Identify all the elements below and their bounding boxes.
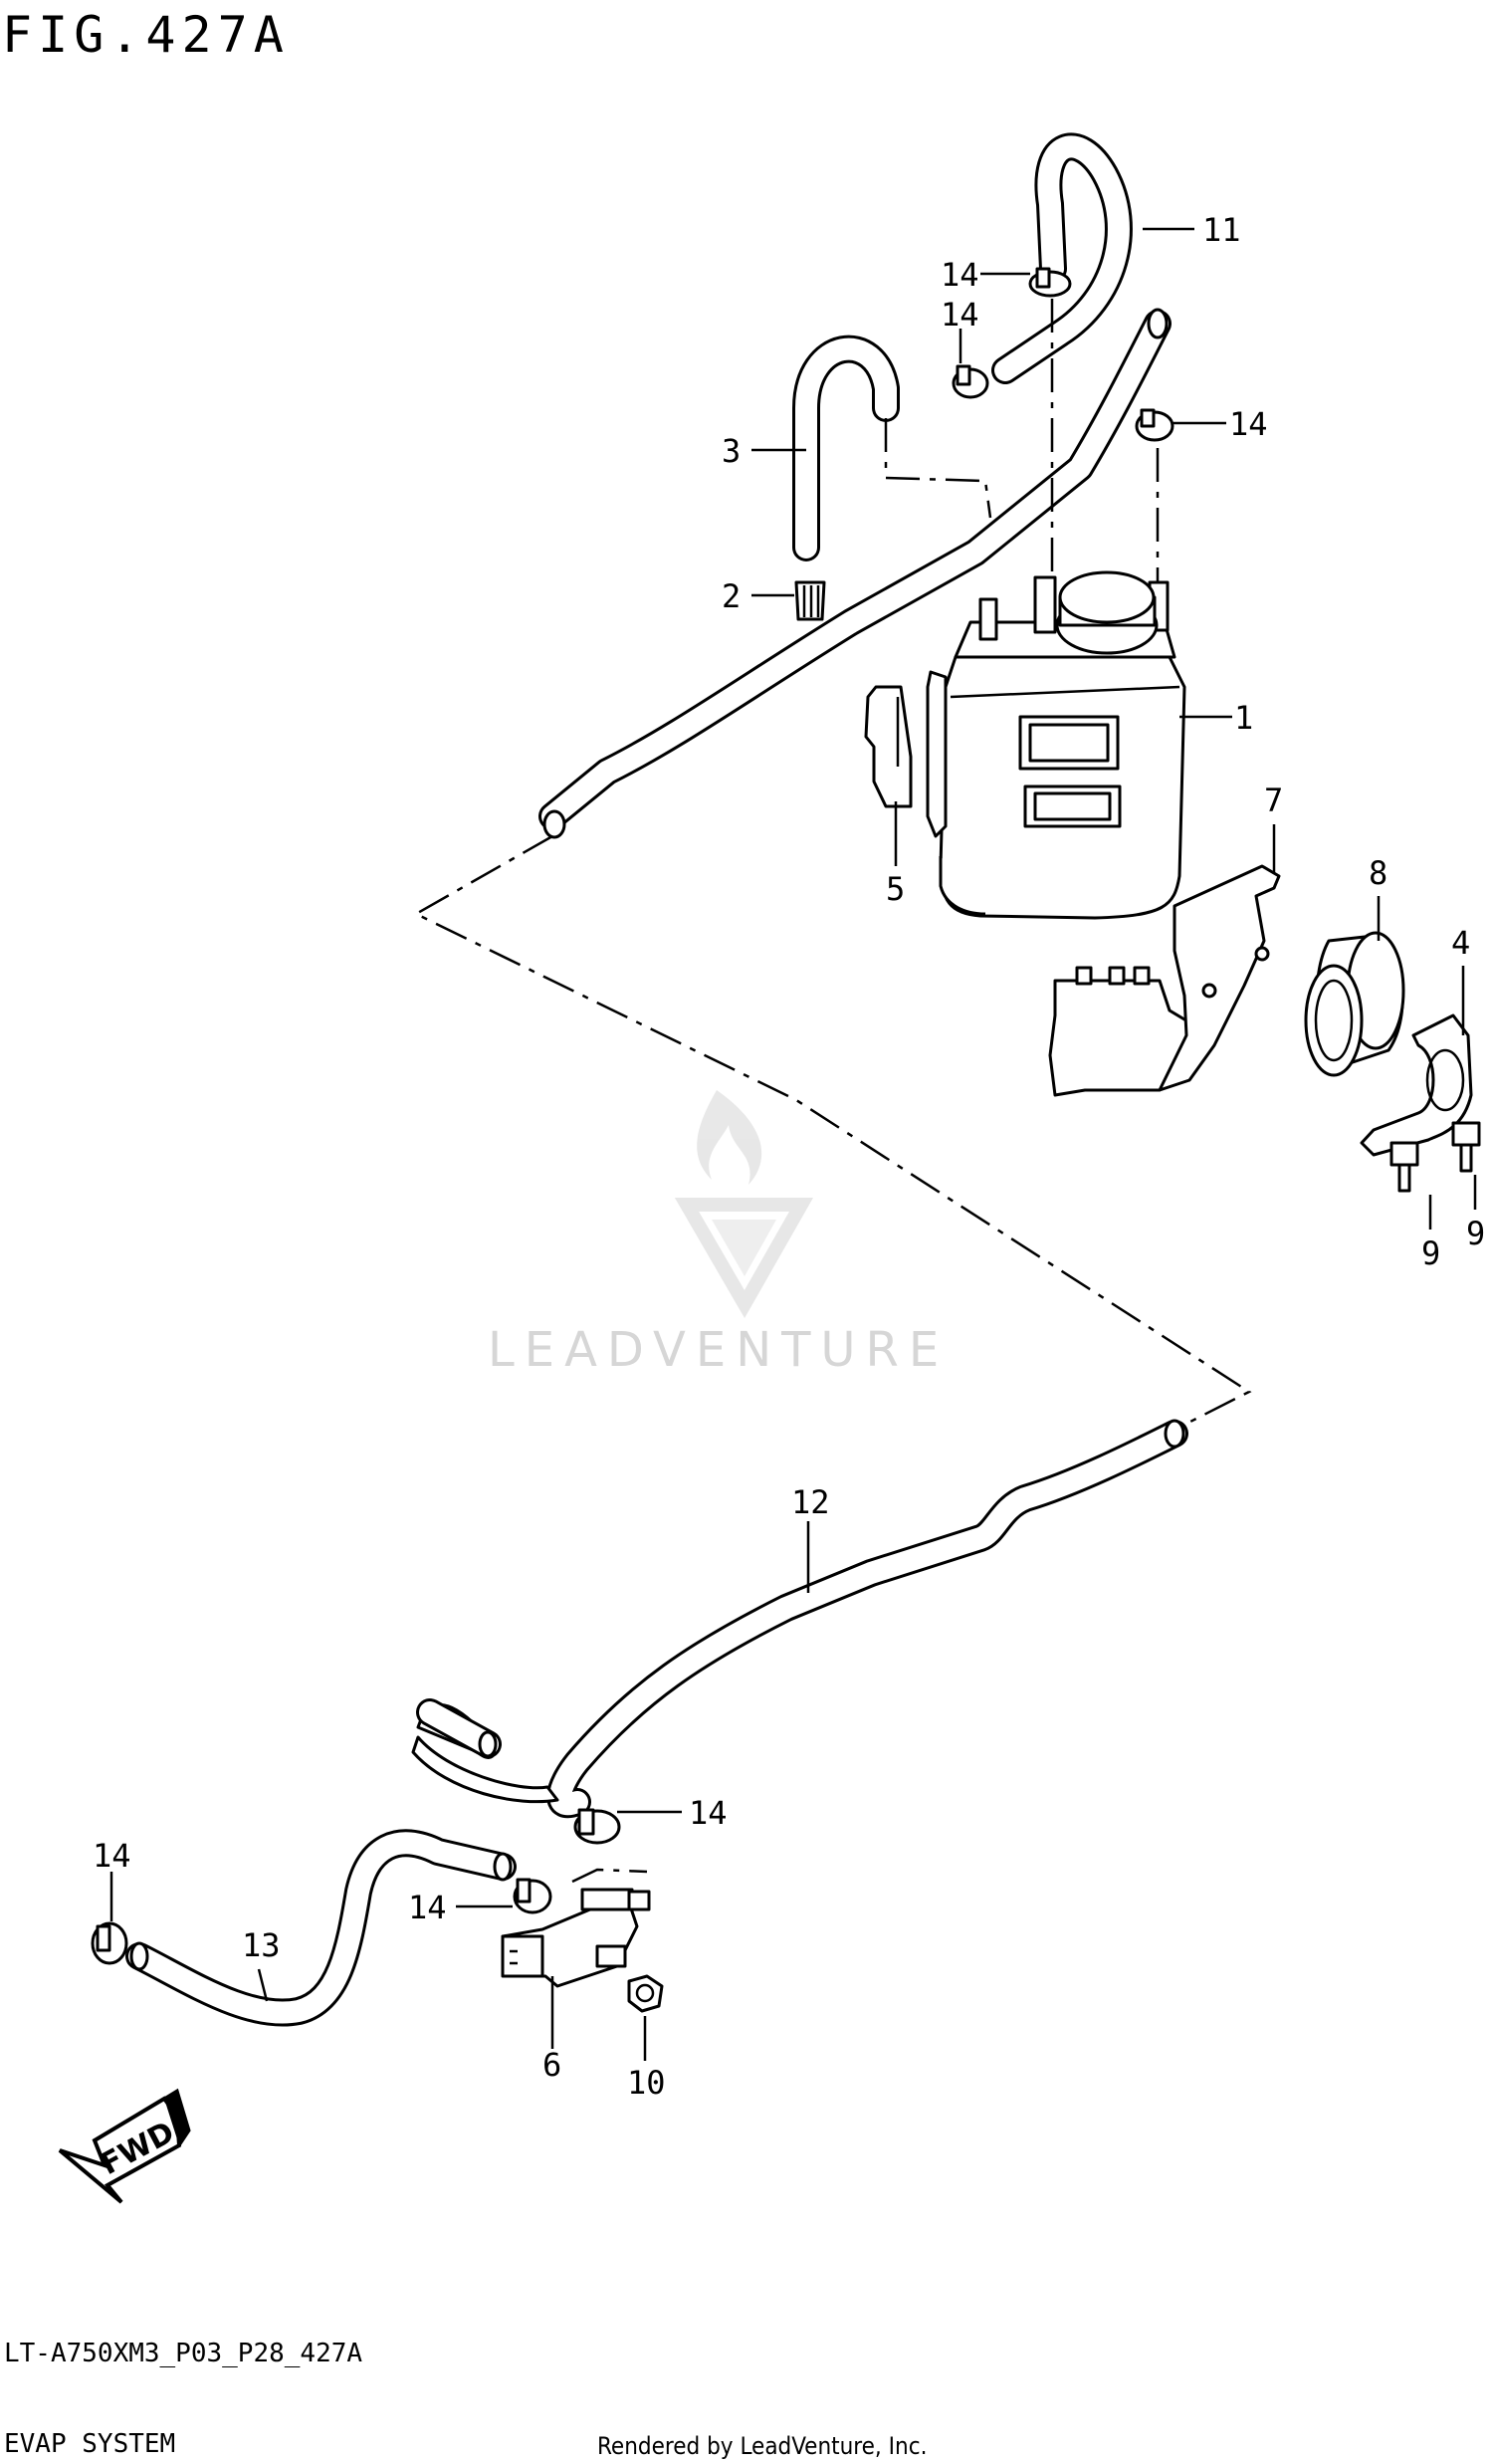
bolt-9a <box>1389 1141 1419 1193</box>
leader-13 <box>257 1968 269 2002</box>
figure-title: FIG.427A <box>2 6 290 64</box>
callout-3: 3 <box>722 432 741 470</box>
callout-14a: 14 <box>941 256 979 294</box>
callout-11: 11 <box>1202 211 1241 249</box>
sleeve-8 <box>1304 931 1405 1077</box>
clamp-14-lower-middle <box>513 1878 552 1914</box>
callout-12: 12 <box>791 1483 830 1521</box>
hose-3-connection-line <box>884 418 992 519</box>
clamp-14-left <box>952 364 989 399</box>
callout-9a: 9 <box>1421 1234 1440 1272</box>
callout-14d: 14 <box>689 1794 728 1832</box>
credit-line: Rendered by LeadVenture, Inc. <box>597 2432 927 2460</box>
breather-hose-long <box>538 308 1172 839</box>
callout-14b: 14 <box>941 296 979 334</box>
solenoid-valve-6 <box>501 1888 651 1988</box>
bolt-9b <box>1451 1121 1481 1173</box>
callout-10: 10 <box>627 2064 666 2102</box>
evap-canister <box>939 570 1186 920</box>
bracket-7 <box>1048 864 1281 1097</box>
routing-guide-line <box>413 834 1252 1428</box>
hose-12 <box>546 1419 1188 1819</box>
callout-13: 13 <box>242 1926 281 1964</box>
callout-7: 7 <box>1264 782 1283 819</box>
callout-9b: 9 <box>1466 1215 1485 1252</box>
hose-3 <box>792 335 900 561</box>
watermark-text: LEADVENTURE <box>488 1322 949 1378</box>
nut-10 <box>627 1974 664 2013</box>
callout-1: 1 <box>1234 699 1253 737</box>
filter-2 <box>794 580 826 621</box>
fwd-arrow-icon: FWD <box>58 2088 191 2204</box>
model-code: LT-A750XM3_P03_P28_427A <box>4 2339 362 2368</box>
callout-14f: 14 <box>93 1837 131 1875</box>
callout-14c: 14 <box>1229 405 1268 443</box>
callout-2: 2 <box>722 577 741 615</box>
callout-5: 5 <box>886 870 905 908</box>
clamp-14-top <box>1028 267 1072 298</box>
clamp-14-lower-right <box>573 1808 621 1845</box>
clamp-14-right <box>1135 408 1174 442</box>
callout-6: 6 <box>542 2046 561 2084</box>
leadventure-watermark-logo <box>674 1090 814 1319</box>
callout-4: 4 <box>1451 924 1470 962</box>
hose-stub <box>411 1698 559 1804</box>
callout-8: 8 <box>1369 854 1387 892</box>
valve-leader-line <box>571 1868 648 1884</box>
section-name: EVAP SYSTEM <box>4 2429 175 2459</box>
hose-11 <box>991 132 1133 384</box>
clamp-14-lower-left <box>91 1921 128 1965</box>
callout-14e: 14 <box>408 1889 447 1926</box>
bracket-5 <box>864 670 948 838</box>
hose-13 <box>125 1829 517 2027</box>
bracket-4 <box>1360 1013 1473 1157</box>
